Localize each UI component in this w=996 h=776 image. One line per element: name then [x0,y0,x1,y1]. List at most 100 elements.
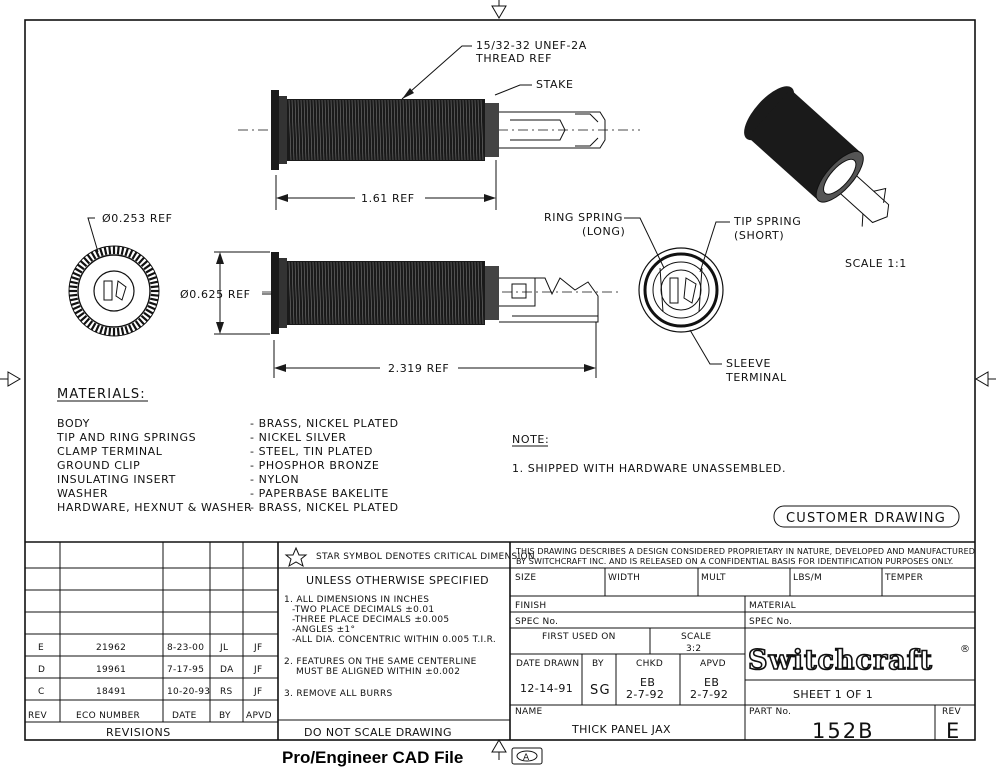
label-lbs: LBS/M [793,573,822,583]
label-temper: TEMPER [884,573,923,583]
scale-value: 3:2 [686,644,701,654]
material-value: - BRASS, NICKEL PLATED [250,417,399,430]
jack-side-view-top [238,45,640,210]
unless-specified: UNLESS OTHERWISE SPECIFIED [306,574,489,587]
materials-list: BODY - BRASS, NICKEL PLATED TIP AND RING S… [56,417,399,514]
switchcraft-logo: Switchcraft [748,645,933,676]
callout-stake: STAKE [536,78,574,91]
label-by: BY [592,659,604,669]
do-not-scale: DO NOT SCALE DRAWING [304,726,452,739]
rev-cell-rev: D [38,665,45,675]
scale-iso: SCALE 1:1 [845,257,907,270]
zone-markers [0,0,996,760]
label-part-no: PART No. [749,707,791,717]
spec-line-5: -ALL DIA. CONCENTRIC WITHIN 0.005 T.I.R. [292,635,496,645]
material-part: CLAMP TERMINAL [57,445,163,458]
spec-line-2: -TWO PLACE DECIMALS ±0.01 [292,605,434,615]
label-spec-no: SPEC No. [515,617,558,627]
registered-mark: ® [960,644,970,655]
rev-cell-by: RS [220,687,233,697]
zone-a-marker [511,747,543,765]
material-part: INSULATING INSERT [57,473,176,486]
rev-cell-eco: 21962 [96,643,126,653]
label-date-drawn: DATE DRAWN [516,659,579,669]
materials-heading: MATERIALS: [57,387,146,402]
jack-side-view-bottom [214,251,620,378]
material-part: GROUND CLIP [57,459,140,472]
material-value: - NYLON [250,473,299,486]
revisions-title: REVISIONS [106,726,171,739]
chkd-value-2: 2-7-92 [626,688,664,701]
customer-drawing-label: CUSTOMER DRAWING [786,511,946,526]
sheet-border [24,19,976,741]
spec-line-8: 3. REMOVE ALL BURRS [284,689,393,699]
jack-front-view [624,217,730,365]
label-material: MATERIAL [749,601,796,611]
cad-file-caption: Pro/Engineer CAD File [282,748,464,767]
zone-a-label: A [523,753,530,763]
rev-value: E [946,719,961,743]
label-mult: MULT [701,573,726,583]
spec-line-6: 2. FEATURES ON THE SAME CENTERLINE [284,657,477,667]
dimension-1-61: 1.61 REF [361,192,415,205]
proprietary-line-2: BY SWITCHCRAFT INC. AND IS RELEASED ON A… [516,557,953,566]
label-width: WIDTH [608,573,640,583]
spec-line-1: 1. ALL DIMENSIONS IN INCHES [284,595,429,605]
spec-line-7: MUST BE ALIGNED WITHIN ±0.002 [296,667,460,677]
rev-header-date: DATE [172,711,197,721]
callout-thread-1: 15/32-32 UNEF-2A [476,39,587,52]
callout-sleeve-1: SLEEVE [726,357,771,370]
material-value: - BRASS, NICKEL PLATED [250,501,399,514]
rev-cell-apvd: JF [253,665,262,675]
label-first-used: FIRST USED ON [542,632,616,642]
apvd-value-2: 2-7-92 [690,688,728,701]
star-note: STAR SYMBOL DENOTES CRITICAL DIMENSION [316,552,535,562]
note-line-1: 1. SHIPPED WITH HARDWARE UNASSEMBLED. [512,462,786,475]
rev-cell-by: JL [219,643,228,653]
chkd-value-1: EB [640,676,655,689]
rev-header-apvd: APVD [246,711,272,721]
rev-cell-date: 10-20-93 [167,687,210,697]
callout-thread-2: THREAD REF [475,52,552,65]
jack-isometric-view [744,86,890,227]
material-part: HARDWARE, HEXNUT & WASHER [57,501,252,514]
name-value: THICK PANEL JAX [571,723,671,736]
material-value: - PAPERBASE BAKELITE [250,487,389,500]
rev-cell-apvd: JF [253,643,262,653]
label-rev: REV [942,707,962,717]
material-part: BODY [57,417,90,430]
rev-cell-rev: C [38,687,45,697]
label-chkd: CHKD [636,659,663,669]
rev-cell-date: 8-23-00 [167,643,204,653]
title-block-grid [25,541,975,740]
callout-tip-spring-2: (SHORT) [734,229,784,242]
material-part: TIP AND RING SPRINGS [56,431,196,444]
material-value: - STEEL, TIN PLATED [250,445,373,458]
note-heading: NOTE: [512,433,549,446]
rev-cell-rev: E [38,643,44,653]
callout-dia-0-253: Ø0.253 REF [102,212,173,225]
by-value: SG [590,683,611,698]
rev-cell-by: DA [220,665,234,675]
rev-header-by: BY [219,711,231,721]
dimension-2-319: 2.319 REF [388,362,449,375]
callout-dia-0-625: Ø0.625 REF [180,288,251,301]
callout-ring-spring-2: (LONG) [582,225,625,238]
date-drawn-value: 12-14-91 [520,682,573,695]
sheet-info: SHEET 1 OF 1 [793,688,873,701]
part-number-value: 152B [812,719,875,743]
label-finish: FINISH [515,601,547,611]
rev-cell-date: 7-17-95 [167,665,204,675]
rev-cell-eco: 19961 [96,665,126,675]
material-value: - NICKEL SILVER [250,431,347,444]
label-spec-no-2: SPEC No. [749,617,792,627]
spec-line-4: -ANGLES ±1° [292,625,355,635]
apvd-value-1: EB [704,676,719,689]
callout-tip-spring-1: TIP SPRING [733,215,801,228]
label-scale: SCALE [681,632,711,642]
star-icon [284,546,308,568]
callout-ring-spring-1: RING SPRING [544,211,623,224]
material-part: WASHER [57,487,108,500]
rev-header-eco: ECO NUMBER [76,711,140,721]
